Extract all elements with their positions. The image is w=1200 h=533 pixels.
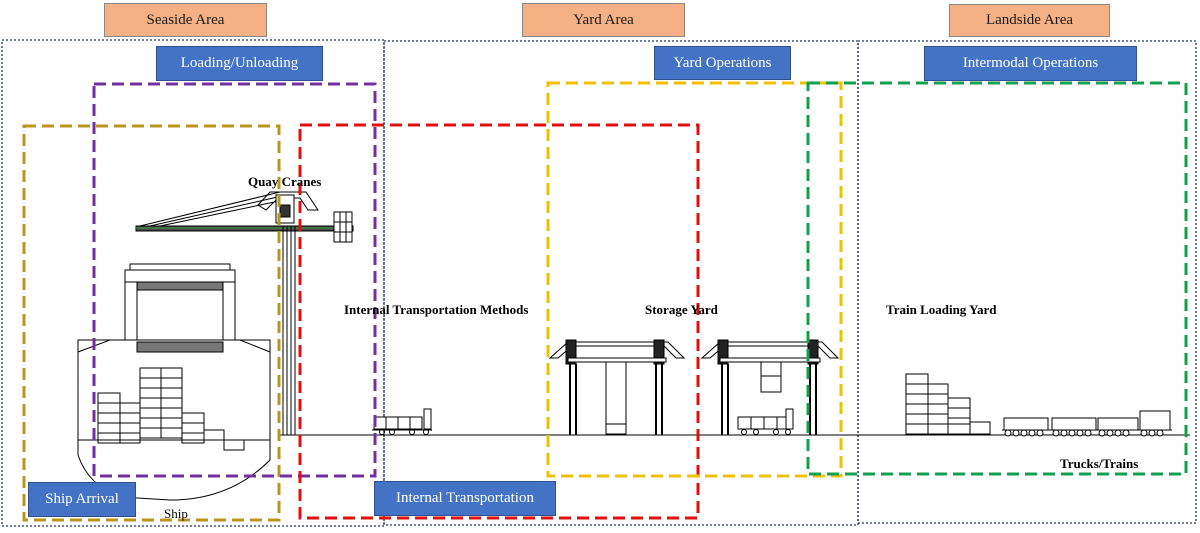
loading-unloading-label: Loading/Unloading [156, 46, 323, 81]
intermodal-operations-frame [806, 81, 1188, 476]
yard-operations-frame [546, 81, 843, 478]
ship-arrival-label: Ship Arrival [28, 482, 136, 517]
yard-area-title: Yard Area [522, 3, 685, 37]
intermodal-operations-label: Intermodal Operations [924, 46, 1137, 81]
yard-operations-label: Yard Operations [654, 46, 791, 80]
seaside-area-title: Seaside Area [104, 3, 267, 37]
internal-truck-graphic [372, 408, 432, 435]
yard-area-border [383, 40, 859, 526]
gantry-crane-1-graphic [548, 339, 686, 435]
train-graphic [1002, 410, 1172, 437]
internal-transportation-methods-caption: Internal Transportation Methods [344, 302, 529, 317]
trucks-trains-caption: Trucks/Trains [1060, 456, 1139, 471]
ship-graphic [77, 263, 271, 501]
ship-caption: Ship [164, 506, 188, 521]
landside-container-stack [905, 373, 991, 435]
storage-yard-caption: Storage Yard [645, 302, 718, 317]
quay-cranes-caption: Quay Cranes [248, 174, 322, 189]
train-loading-yard-caption: Train Loading Yard [886, 302, 997, 317]
landside-area-border [857, 40, 1197, 524]
loading-unloading-frame [92, 82, 377, 478]
landside-area-title: Landside Area [949, 4, 1110, 37]
internal-transportation-label: Internal Transportation [374, 481, 556, 516]
quay-crane-graphic [135, 191, 354, 435]
internal-transportation-frame [298, 123, 700, 520]
ship-arrival-frame [22, 124, 281, 522]
gantry-crane-2-graphic [700, 339, 840, 435]
